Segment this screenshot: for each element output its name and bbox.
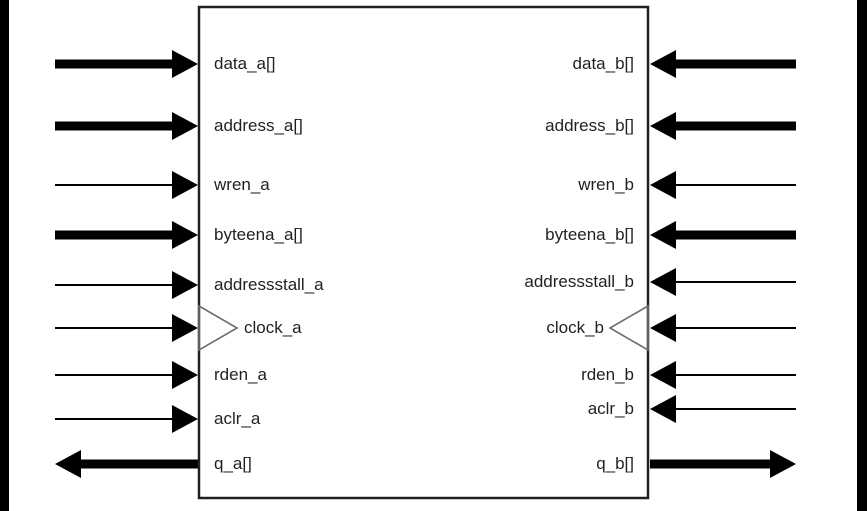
signal-arrow-data_b xyxy=(650,50,796,78)
signal-arrow-clock_a xyxy=(55,314,198,342)
port-label-byteena_b: byteena_b[] xyxy=(545,225,634,244)
port-label-data_b: data_b[] xyxy=(572,54,634,73)
signal-arrow-byteena_b xyxy=(650,221,796,249)
clock-markers-layer xyxy=(198,304,649,352)
port-label-addressstall_a: addressstall_a xyxy=(214,275,324,294)
signal-arrow-address_b xyxy=(650,112,796,140)
signal-arrow-aclr_a xyxy=(55,405,198,433)
port-label-clock_a: clock_a xyxy=(244,318,302,337)
signal-arrow-rden_b xyxy=(650,361,796,389)
signal-arrow-wren_a xyxy=(55,171,198,199)
port-label-wren_b: wren_b xyxy=(578,175,634,194)
port-label-byteena_a: byteena_a[] xyxy=(214,225,303,244)
signal-arrow-addressstall_b xyxy=(650,268,796,296)
signal-arrow-byteena_a xyxy=(55,221,198,249)
port-label-address_b: address_b[] xyxy=(545,116,634,135)
clock-marker-icon-clock_b xyxy=(608,304,649,352)
page-margin-right xyxy=(857,0,867,511)
signal-arrow-q_b xyxy=(650,450,796,478)
port-label-rden_a: rden_a xyxy=(214,365,267,384)
port-label-rden_b: rden_b xyxy=(581,365,634,384)
signal-arrow-q_a xyxy=(55,450,198,478)
ram-block-outline xyxy=(197,5,650,500)
port-label-address_a: address_a[] xyxy=(214,116,303,135)
port-label-addressstall_b: addressstall_b xyxy=(524,272,634,291)
signal-arrow-address_a xyxy=(55,112,198,140)
signal-arrow-data_a xyxy=(55,50,198,78)
signal-arrow-aclr_b xyxy=(650,395,796,423)
signal-arrow-rden_a xyxy=(55,361,198,389)
port-label-aclr_a: aclr_a xyxy=(214,409,261,428)
signal-arrows-layer xyxy=(55,50,796,478)
port-label-wren_a: wren_a xyxy=(214,175,270,194)
clock-marker-icon-clock_a xyxy=(198,304,239,352)
signal-arrow-wren_b xyxy=(650,171,796,199)
port-label-data_a: data_a[] xyxy=(214,54,276,73)
port-label-clock_b: clock_b xyxy=(546,318,604,337)
signal-arrow-addressstall_a xyxy=(55,271,198,299)
page-margin-left xyxy=(0,0,9,511)
port-label-aclr_b: aclr_b xyxy=(587,399,634,418)
port-label-q_b: q_b[] xyxy=(596,454,634,473)
signal-arrow-clock_b xyxy=(650,314,796,342)
port-label-q_a: q_a[] xyxy=(214,454,252,473)
